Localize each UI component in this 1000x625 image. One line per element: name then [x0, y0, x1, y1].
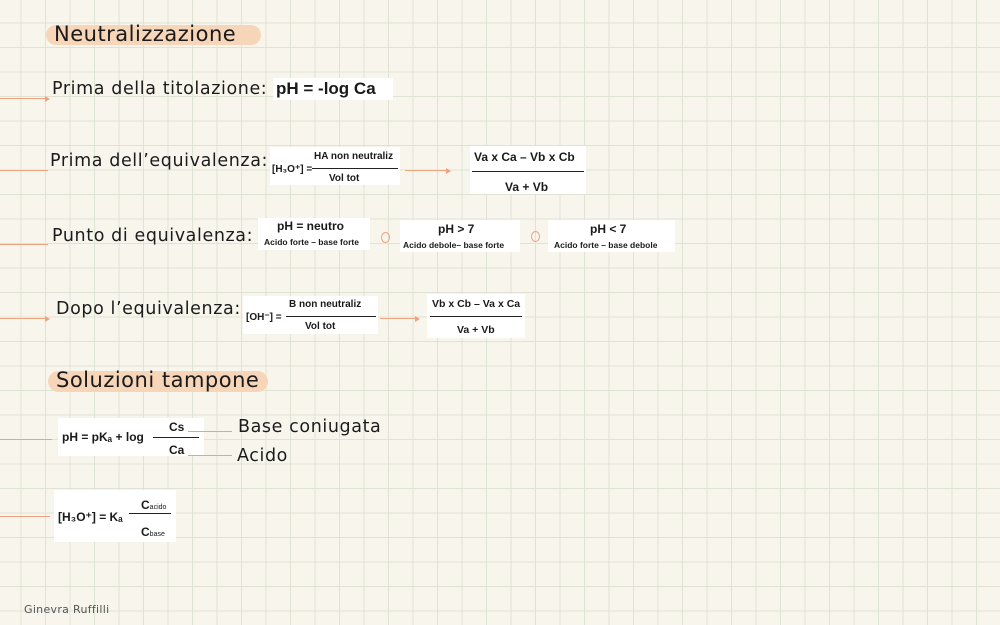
label-prima-equivalenza: Prima dell’equivalenza: [50, 151, 269, 171]
connector-arrow [405, 170, 447, 172]
case-desc-forte-debole: Acido forte – base debole [554, 240, 658, 250]
section-title-soluzioni-tampone: Soluzioni tampone [56, 368, 260, 392]
result-denominator: Va + Vb [505, 180, 549, 194]
bullet-arrow [0, 318, 46, 320]
result-fraction-bar [472, 171, 584, 173]
fraction-numerator: HA non neutraliz [314, 151, 394, 162]
label-dopo-equivalenza: Dopo l’equivalenza: [56, 299, 241, 319]
connector-arrow [380, 318, 416, 320]
label-base-coniugata: Base coniugata [238, 417, 382, 437]
bullet-arrow [0, 98, 46, 100]
fraction-bar [286, 316, 376, 317]
formula-ph-log-ca: pH = -log Ca [276, 79, 376, 98]
case-desc-neutro: Acido forte – base forte [264, 237, 359, 247]
fraction-bar [129, 513, 171, 514]
case-desc-debole-forte: Acido debole– base forte [403, 240, 505, 250]
result-numerator: Va x Ca – Vb x Cb [474, 150, 575, 164]
fraction-denominator-cbase: Cbase [141, 521, 165, 540]
bullet-arrow [0, 516, 50, 518]
formula-box-oh [243, 296, 378, 334]
case-ph-neutro: pH = neutro [277, 219, 345, 233]
case-box-basic [400, 220, 520, 252]
author-signature: Ginevra Ruffilli [24, 603, 110, 616]
formula-box-ph-log [273, 78, 393, 100]
subscript-base: base [149, 531, 165, 538]
result-fraction-bar [430, 316, 522, 317]
formula-lhs-oh: [OH⁻] = [246, 312, 282, 323]
formula-box-h3o-ka [54, 490, 176, 542]
section-title-neutralizzazione: Neutralizzazione [54, 22, 237, 46]
bullet-arrow [0, 170, 48, 172]
arrowhead-icon [446, 167, 451, 174]
fraction-numerator-cs: Cs [169, 420, 185, 434]
c-symbol: C [141, 498, 150, 512]
fraction-bar [312, 168, 398, 169]
fraction-numerator-cacido: Cacido [141, 494, 166, 513]
formula-lhs-h3o: [H₃O⁺] = [272, 164, 313, 175]
fraction-denominator-ca: Ca [169, 443, 185, 457]
bullet-arrow [0, 439, 52, 441]
bullet-arrow [0, 244, 48, 246]
title-highlight [46, 25, 261, 45]
result-numerator: Vb x Cb – Va x Ca [432, 298, 521, 310]
result-denominator: Va + Vb [457, 324, 495, 336]
fraction-bar [153, 437, 199, 438]
formula-lhs-ph-pka: pH = pKₐ + log [62, 430, 144, 444]
case-box-neutro [258, 218, 370, 250]
title-highlight [48, 371, 268, 392]
connector-arrow [188, 455, 232, 457]
arrowhead-icon [45, 95, 50, 102]
arrowhead-icon [415, 315, 420, 322]
connector-arrow [188, 431, 232, 433]
formula-lhs-h3o-ka: [H₃O⁺] = Kₐ [58, 510, 123, 524]
c-symbol: C [141, 525, 150, 539]
fraction-numerator: B non neutraliz [289, 299, 362, 310]
case-ph-gt7: pH > 7 [438, 222, 475, 236]
fraction-denominator: Vol tot [329, 173, 360, 184]
label-prima-titolazione: Prima della titolazione: [52, 79, 268, 99]
label-acido: Acido [237, 446, 288, 466]
fraction-denominator: Vol tot [305, 321, 336, 332]
separator-circle-icon [531, 231, 540, 242]
case-box-acidic [548, 220, 675, 252]
label-punto-equivalenza: Punto di equivalenza: [52, 226, 254, 246]
subscript-acido: acido [149, 504, 167, 511]
case-ph-lt7: pH < 7 [590, 222, 627, 236]
separator-circle-icon [381, 232, 390, 243]
arrowhead-icon [45, 315, 50, 322]
formula-box-h3o [270, 147, 400, 185]
result-box-prima-eq [470, 146, 586, 194]
